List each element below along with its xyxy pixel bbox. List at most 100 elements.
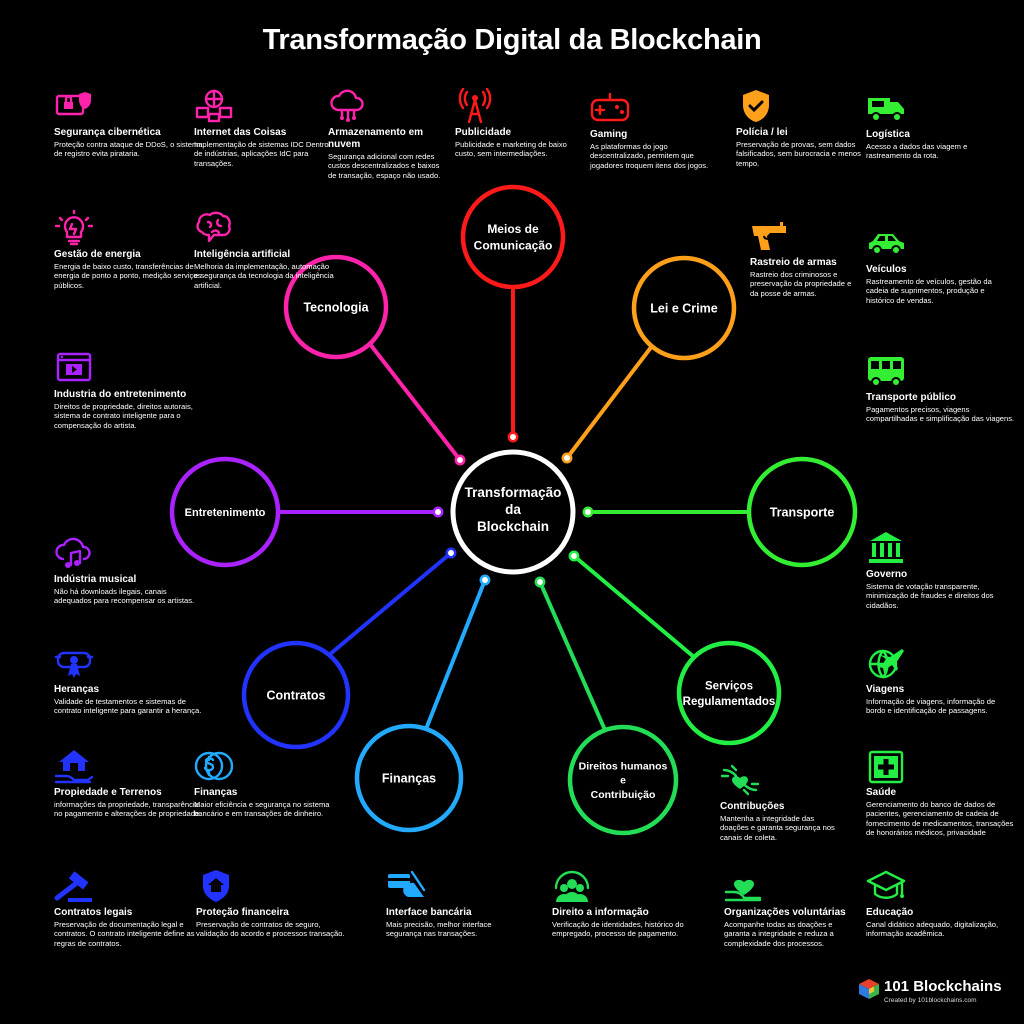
card-gamepad: Gaming As plataformas do jogo descentrali…: [590, 90, 715, 170]
card-title: Industria do entretenimento: [54, 389, 187, 400]
card-title: Transporte público: [866, 392, 957, 403]
card-title: Rastreio de armas: [750, 257, 837, 268]
travel-icon: [868, 649, 904, 679]
connector-contracts: [327, 551, 453, 657]
video-player-icon: [56, 352, 92, 382]
card-title: Segurança cibernética: [54, 127, 161, 138]
card-house-hand: Propiedade e Terrenos informações da prop…: [54, 748, 204, 819]
police-badge-icon: [743, 90, 769, 122]
card-title: Heranças: [54, 684, 100, 695]
shield-home-icon: [203, 870, 229, 902]
node-technology: [283, 254, 389, 360]
gavel-icon: [54, 871, 92, 902]
node-label-rights: e: [620, 775, 626, 787]
first-aid-icon: [868, 750, 904, 784]
people-icon: [554, 870, 590, 902]
brand-credit: Created by 101blockchains.com: [884, 997, 977, 1004]
card-description: Acesso a dados das viagem e rastreamento…: [866, 142, 968, 161]
music-cloud-icon: [55, 537, 91, 568]
connector-regulated: [572, 554, 696, 659]
card-title: Saúde: [866, 787, 897, 798]
card-description: Gerenciamento do banco de dados de pacie…: [866, 800, 1014, 837]
card-title: Internet das Coisas: [194, 127, 287, 138]
card-description: Implementação de sistemas IDC Dentro de …: [194, 140, 329, 168]
house-hand-icon: [54, 750, 94, 784]
card-title: Educação: [866, 907, 914, 918]
node-rights: [567, 724, 679, 836]
card-title: Interface bancária: [386, 907, 472, 918]
connector-dot-media: [507, 431, 519, 443]
connector-dot-entertainment: [432, 506, 444, 518]
hands-heart-icon: [720, 764, 760, 796]
card-description: As plataformas do jogo descentralizado, …: [590, 142, 709, 170]
card-description: informações da propriedade, transparênci…: [54, 800, 202, 819]
page-title: Transformação Digital da Blockchain: [262, 24, 762, 56]
card-description: Sistema de votação transparente, minimiz…: [866, 582, 994, 610]
card-description: Não há downloads ilegais, canais adequad…: [54, 587, 195, 606]
card-description: Segurança adicional com redes custos des…: [328, 152, 441, 180]
iot-icon: [195, 89, 233, 123]
card-title: Indústria musical: [54, 574, 137, 585]
card-description: Mantenha a integridade das doações e gar…: [720, 814, 835, 842]
center-label: Transformação: [465, 485, 562, 500]
card-title: Veículos: [866, 264, 907, 275]
bus-icon: [868, 357, 904, 387]
node-media: [460, 184, 566, 290]
card-description: Maior eficiência e segurança no sistema …: [194, 800, 330, 819]
node-label-entertainment: Entretenimento: [185, 507, 266, 519]
antenna-icon: [458, 88, 492, 124]
connector-dot-technology: [454, 454, 466, 466]
card-title: Governo: [866, 569, 908, 580]
diploma-icon: [54, 651, 94, 678]
gamepad-icon: [590, 92, 630, 122]
card-description: Preservação de documentação legal e cont…: [54, 920, 195, 948]
card-title: Inteligência artificial: [194, 249, 291, 260]
node-entertainment: [169, 456, 281, 568]
government-icon: [869, 532, 903, 563]
graduation-cap-icon: [866, 870, 906, 899]
coins-icon: [194, 751, 234, 781]
card-title: Contribuções: [720, 801, 785, 812]
node-label-rights: Contribuição: [591, 789, 656, 801]
card-title: Contratos legais: [54, 907, 133, 918]
card-title: Logística: [866, 129, 910, 140]
brain-icon: [196, 211, 231, 243]
brand-logo: 101 Blockchains Created by 101blockchain…: [858, 978, 1008, 1005]
card-description: Informação de viagens, informação de bor…: [866, 697, 996, 716]
connector-dot-regulated: [568, 550, 580, 562]
card-description: Rastreio dos criminosos e preservação da…: [750, 270, 852, 298]
connector-dot-rights: [534, 576, 546, 588]
connector-law: [565, 344, 654, 460]
truck-icon: [868, 98, 904, 122]
node-label-rights: Direitos humanos: [579, 761, 668, 773]
card-description: Proteção contra ataque de DDoS, o sistem…: [54, 140, 203, 159]
card-description: Mais precisão, melhor interface seguranç…: [386, 920, 492, 939]
center-label: Blockchain: [477, 519, 549, 534]
card-title: Gaming: [590, 129, 628, 140]
card-title: Gestão de energia: [54, 249, 141, 260]
connector-dot-finance: [479, 574, 491, 586]
node-label-contracts: Contratos: [266, 688, 325, 702]
node-label-regulated: Serviços: [705, 680, 753, 692]
center-label: da: [505, 502, 521, 517]
card-description: Rastreamento de veículos, gestão da cade…: [866, 277, 992, 305]
node-label-media: Meios de: [487, 222, 539, 236]
card-title: Proteção financeira: [196, 907, 289, 918]
node-transport: [746, 456, 858, 568]
card-title: Propiedade e Terrenos: [54, 787, 162, 798]
cube-logo-icon: [859, 979, 879, 999]
